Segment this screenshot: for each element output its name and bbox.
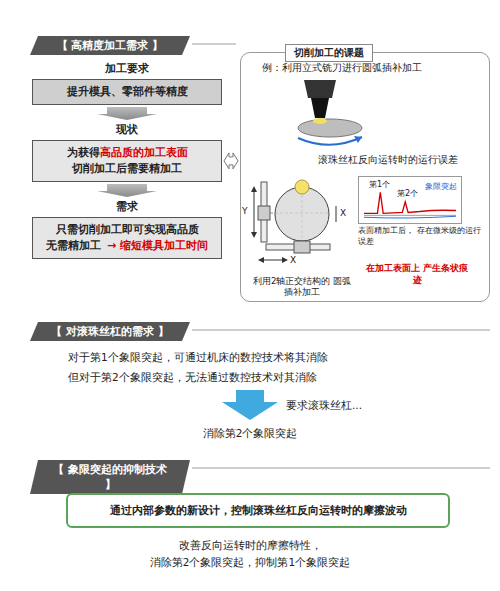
text-line: 只需切削加工即可实现高品质 [39, 222, 215, 238]
banner-rule [192, 467, 490, 469]
note-label: 消除第2个象限突起，抑制第1个象限突起 [40, 555, 460, 569]
inset-node: 第1个第2个象限突起 [358, 176, 462, 224]
note-label: 例：利用立式铣刀进行圆弧插补加工 [262, 62, 482, 75]
note-label: 改善反向运转时的摩擦特性， [40, 538, 460, 552]
banner-fill [30, 322, 190, 341]
note-label: 利用2轴正交结构的 圆弧插补加工 [252, 276, 352, 299]
step-text: 无需精加工 [46, 239, 101, 252]
step-heading: 现状 [32, 121, 222, 140]
note-label: 表面精加工后， 存在微米级的运行误差 [358, 226, 482, 248]
xy-table-illustration [251, 180, 336, 263]
step-box: 提升模具、零部件等精度 [32, 79, 222, 105]
text-line: 切削加工后需要精加工 [39, 161, 215, 177]
banner-title: 【 对滚珠丝杠的需求 】 [46, 324, 174, 339]
x-axis-arrow [262, 260, 284, 261]
arrowhead [251, 232, 257, 238]
block-arrow [224, 153, 238, 169]
graph-note: 象限突起 [425, 181, 457, 192]
graph-axis [364, 215, 456, 216]
step-heading: 加工要求 [32, 60, 222, 79]
note-label: 在加工表面上 产生条状痕迹 [362, 262, 472, 286]
note-label: 滚珠丝杠反向运转时的运行误差 [318, 154, 486, 167]
arrowhead [251, 186, 257, 192]
end-mill [311, 98, 329, 118]
circular-path [275, 187, 329, 241]
node-text: 通过内部参数的新设计，控制滚珠丝杠反向运转时的摩擦波动 [78, 503, 438, 518]
note-label: Y [242, 205, 252, 217]
contact-spot [313, 118, 327, 124]
workpiece [298, 119, 362, 137]
graph-note: 第1个 [369, 179, 390, 190]
panel-title: 切削加工的课题 [285, 44, 373, 62]
text-line: 提升模具、零部件等精度 [39, 84, 215, 100]
banner-title: 【 高精度加工需求 】 [46, 38, 174, 53]
note-label: X [340, 207, 350, 219]
step-box: 只需切削加工即可实现高品质无需精加工 → 缩短模具加工时间 [32, 217, 222, 259]
text-line: 无需精加工 → 缩短模具加工时间 [39, 238, 215, 254]
y-carriage [258, 206, 270, 220]
x-axis-tick [336, 206, 337, 222]
arrowhead [282, 257, 288, 263]
step-text: → 缩短模具加工时间 [107, 239, 208, 252]
step-text: 高品质的加工表面 [100, 146, 188, 159]
x-carriage [294, 241, 310, 253]
step-text: 切削加工后需要精加工 [72, 162, 182, 175]
graph-note: 第2个 [397, 188, 418, 199]
banner-node: 【 对滚珠丝杠的需求 】 [30, 322, 190, 341]
banner-title: 【 象限突起的抑制技术 】 [46, 462, 174, 492]
end-mill-illustration [298, 80, 362, 145]
tool-point [295, 180, 309, 194]
note-label: X [290, 254, 300, 266]
text-line: 为获得高品质的加工表面 [39, 145, 215, 161]
note-label: 但对于第2个象限突起，无法通过数控技术对其消除 [68, 370, 488, 384]
block-arrow [97, 184, 157, 197]
banner-node: 【 象限突起的抑制技术 】 [30, 460, 190, 494]
step-node: 现状为获得高品质的加工表面切削加工后需要精加工 [32, 121, 222, 182]
banner-fill [30, 36, 190, 55]
down-arrow [222, 390, 278, 420]
block-arrow [97, 107, 157, 120]
step-box: 为获得高品质的加工表面切削加工后需要精加工 [32, 140, 222, 182]
arrowhead [258, 257, 264, 263]
note-label: 要求滚珠丝杠... [286, 398, 446, 412]
step-node: 需求只需切削加工即可实现高品质无需精加工 → 缩短模具加工时间 [32, 198, 222, 259]
step-text: 提升模具、零部件等精度 [67, 85, 188, 98]
y-axis-arrow [254, 190, 255, 234]
big-down-arrow [222, 390, 278, 420]
feed-arrowhead [354, 136, 362, 143]
note-label: 对于第1个象限突起，可通过机床的数控技术将其消除 [68, 350, 488, 364]
reference-curve [364, 216, 456, 218]
banner-rules [192, 44, 490, 468]
banner-fill [30, 460, 190, 494]
step-node: 加工要求提升模具、零部件等精度 [32, 60, 222, 105]
note-label: 消除第2个象限突起 [140, 426, 360, 440]
banner-rule [192, 329, 490, 331]
feed-arc [298, 137, 362, 145]
tool-holder [304, 80, 336, 98]
green-node: 通过内部参数的新设计，控制滚珠丝杠反向运转时的摩擦波动 [66, 493, 450, 528]
step-heading: 需求 [32, 198, 222, 217]
step-text: 为获得 [67, 146, 100, 159]
step-text: 只需切削加工即可实现高品质 [56, 223, 199, 236]
banner-node: 【 高精度加工需求 】 [30, 36, 190, 55]
banner-rule [192, 43, 236, 45]
